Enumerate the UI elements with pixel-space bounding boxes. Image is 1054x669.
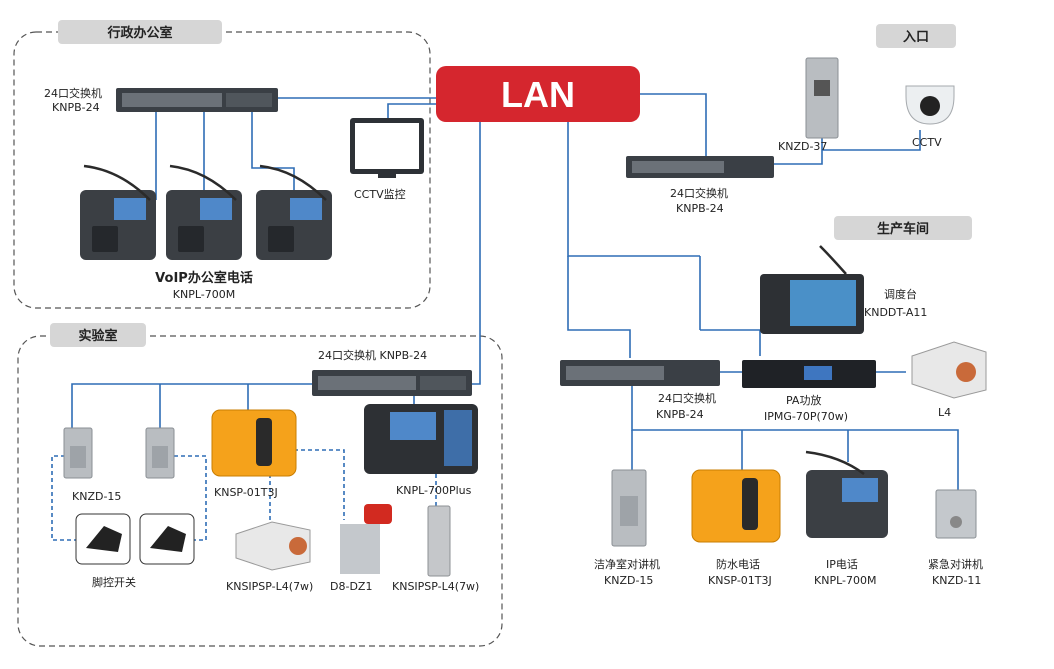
- d4-title: 紧急对讲机: [928, 557, 983, 571]
- lan-label: LAN: [501, 74, 575, 115]
- column-speaker-icon: [427, 505, 451, 577]
- lab-tag: 实验室: [50, 323, 146, 347]
- strobe-light-icon: [340, 504, 392, 574]
- waterproof-phone-icon: [211, 409, 297, 477]
- d3-model: KNPL-700M: [814, 574, 876, 587]
- amp-title: PA功放: [786, 393, 821, 407]
- lab-horn-speaker-label: KNSIPSP-L4(7w): [226, 580, 313, 593]
- admin-office-tag: 行政办公室: [58, 20, 222, 44]
- intercom-icon: [63, 427, 93, 479]
- lab-column-speaker-label: KNSIPSP-L4(7w): [392, 580, 479, 593]
- console-title: 调度台: [884, 287, 917, 301]
- dispatch-console-icon: [760, 245, 864, 334]
- workshop-tag: 生产车间: [834, 216, 972, 240]
- entrance-intercom-label: KNZD-37: [778, 140, 827, 153]
- phone-icon: [256, 164, 332, 260]
- voip-phones-title: VoIP办公室电话: [155, 270, 253, 286]
- workshop-tag-label: 生产车间: [877, 221, 929, 237]
- foot-switch-icon: [139, 513, 195, 565]
- lab-tag-label: 实验室: [78, 328, 117, 344]
- foot-switch-icon: [75, 513, 131, 565]
- d1-model: KNZD-15: [604, 574, 653, 587]
- intercom-icon: [805, 57, 839, 139]
- d3-title: IP电话: [826, 558, 858, 571]
- cctv-monitor-label: CCTV监控: [354, 187, 406, 201]
- lab-switch: [312, 370, 472, 396]
- console-model: KNDDT-A11: [864, 306, 927, 319]
- entrance-switch-model: KNPB-24: [676, 202, 724, 215]
- phone-icon: [166, 164, 242, 260]
- lab-strobe-label: D8-DZ1: [330, 580, 372, 593]
- d1-title: 洁净室对讲机: [594, 557, 660, 571]
- d4-model: KNZD-11: [932, 574, 981, 587]
- cctv-monitor-icon: [350, 118, 424, 178]
- lan-node: LAN: [436, 66, 640, 122]
- workshop-switch-title: 24口交换机: [658, 391, 716, 405]
- entrance-tag: 入口: [876, 24, 956, 48]
- lab-intercom-label: KNZD-15: [72, 490, 121, 503]
- speaker-label: L4: [938, 406, 951, 419]
- admin-office-tag-label: 行政办公室: [106, 25, 172, 41]
- connection-lines: [51, 93, 959, 541]
- horn-speaker-icon: [911, 341, 987, 399]
- cctv-camera-icon: [905, 85, 955, 125]
- d2-title: 防水电话: [716, 557, 760, 571]
- lab-switch-label: 24口交换机 KNPB-24: [318, 348, 427, 362]
- entrance-switch: [626, 156, 774, 178]
- intercom-icon: [145, 427, 175, 479]
- admin-switch-model: KNPB-24: [52, 101, 100, 114]
- entrance-switch-title: 24口交换机: [670, 186, 728, 200]
- waterproof-phone-icon: [691, 469, 781, 543]
- entrance-tag-label: 入口: [903, 30, 929, 45]
- intercom-icon: [935, 489, 977, 539]
- lab-desk-phone-label: KNPL-700Plus: [396, 484, 472, 497]
- voip-phones: [80, 164, 332, 260]
- phone-icon: [80, 164, 156, 260]
- entrance-camera-label: CCTV: [912, 136, 942, 149]
- intercom-icon: [611, 469, 647, 547]
- pa-amplifier-icon: [742, 360, 876, 388]
- workshop-switch: [560, 360, 720, 386]
- horn-speaker-icon: [235, 521, 311, 571]
- d2-model: KNSP-01T3J: [708, 574, 772, 587]
- phone-icon: [805, 450, 888, 538]
- desk-phone-icon: [364, 404, 478, 474]
- admin-switch-title: 24口交换机: [44, 86, 102, 100]
- voip-phones-model: KNPL-700M: [173, 288, 235, 301]
- lab-zone: [17, 335, 503, 647]
- lab-waterproof-phone-label: KNSP-01T3J: [214, 486, 278, 499]
- admin-switch: [116, 88, 278, 112]
- amp-model: IPMG-70P(70w): [764, 410, 848, 423]
- foot-switch-label: 脚控开关: [92, 575, 136, 589]
- workshop-switch-model: KNPB-24: [656, 408, 704, 421]
